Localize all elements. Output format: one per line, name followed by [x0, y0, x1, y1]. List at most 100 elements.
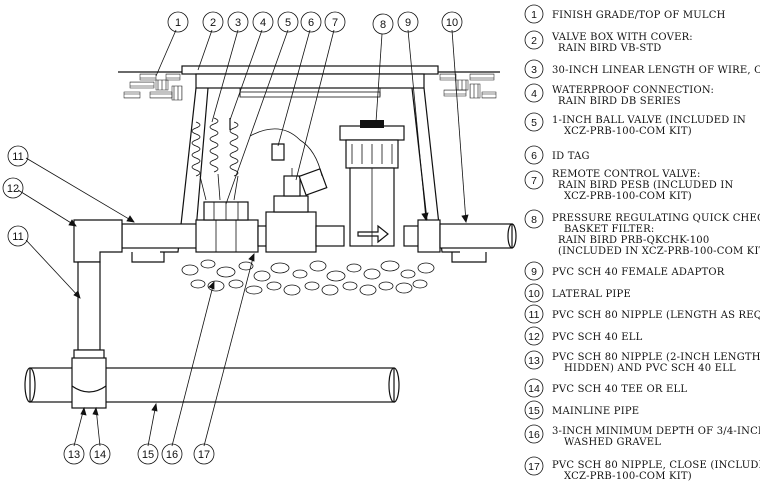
legend-label: BASKET FILTER: — [564, 224, 654, 235]
callout-6: 6 — [300, 11, 322, 33]
callout-12: 12 — [2, 177, 24, 199]
legend-label: PVC SCH 80 NIPPLE, CLOSE (INCLUDED IN — [552, 460, 760, 471]
callout-num: 11 — [12, 151, 23, 163]
legend-label: PVC SCH 40 TEE OR ELL — [552, 384, 687, 395]
callout-num: 1 — [175, 17, 181, 29]
callout-5: 5 — [277, 11, 299, 33]
callout-4: 4 — [252, 11, 274, 33]
legend-label: WATERPROOF CONNECTION: — [552, 85, 714, 96]
legend-num: 8 — [531, 214, 537, 226]
callout-num: 6 — [308, 17, 314, 29]
legend-num: 13 — [528, 355, 540, 367]
callout-8: 8 — [372, 13, 394, 35]
callout-num: 12 — [7, 183, 19, 195]
callout-num: 8 — [380, 19, 386, 31]
legend-label: RAIN BIRD PRB-QKCHK-100 — [558, 235, 709, 246]
callout-17: 17 — [193, 443, 215, 465]
legend-num: 2 — [531, 35, 537, 47]
callout-9: 9 — [397, 11, 419, 33]
legend-label: 30-INCH LINEAR LENGTH OF WIRE, COILED — [552, 65, 760, 76]
legend-num: 11 — [529, 309, 540, 321]
legend-item-6: 6 ID TAG — [524, 145, 590, 165]
diagram-callouts: 1 2 3 4 5 6 7 8 9 10 11 12 11 13 14 15 1… — [2, 11, 463, 465]
legend-label: PVC SCH 40 FEMALE ADAPTOR — [552, 267, 725, 278]
legend-label: RAIN BIRD DB SERIES — [558, 96, 681, 107]
legend-label: RAIN BIRD PESB (INCLUDED IN — [558, 180, 733, 191]
callout-num: 7 — [332, 17, 338, 29]
callout-num: 10 — [446, 17, 458, 29]
callout-num: 11 — [12, 231, 23, 243]
legend-item-2: 2 VALVE BOX WITH COVER: RAIN BIRD VB-STD — [524, 30, 693, 54]
legend-label: PRESSURE REGULATING QUICK CHECK — [552, 213, 760, 224]
callout-num: 3 — [235, 17, 241, 29]
legend-label: VALVE BOX WITH COVER: — [551, 32, 693, 43]
legend: 1 FINISH GRADE/TOP OF MULCH 2 VALVE BOX … — [524, 4, 760, 482]
callout-num: 16 — [166, 449, 178, 461]
callout-14: 14 — [89, 443, 111, 465]
callout-13: 13 — [63, 443, 85, 465]
legend-num: 6 — [531, 150, 537, 162]
legend-label: XCZ-PRB-100-COM KIT) — [564, 126, 692, 137]
legend-label: HIDDEN) AND PVC SCH 40 ELL — [564, 363, 736, 374]
legend-label: 1-INCH BALL VALVE (INCLUDED IN — [552, 115, 746, 126]
legend-item-15: 15 MAINLINE PIPE — [524, 400, 639, 420]
legend-item-12: 12 PVC SCH 40 ELL — [524, 326, 643, 346]
legend-num: 10 — [528, 288, 540, 300]
legend-num: 9 — [531, 266, 537, 278]
legend-item-11: 11 PVC SCH 80 NIPPLE (LENGTH AS REQUIRED… — [524, 304, 760, 324]
legend-num: 12 — [528, 331, 540, 343]
legend-label: MAINLINE PIPE — [552, 406, 639, 417]
legend-item-13: 13 PVC SCH 80 NIPPLE (2-INCH LENGTH, HID… — [524, 350, 760, 374]
legend-item-17: 17 PVC SCH 80 NIPPLE, CLOSE (INCLUDED IN… — [524, 456, 760, 482]
legend-num: 7 — [531, 175, 537, 187]
legend-label: ID TAG — [552, 151, 590, 162]
callout-num: 17 — [198, 449, 210, 461]
callout-num: 15 — [142, 449, 154, 461]
legend-item-4: 4 WATERPROOF CONNECTION: RAIN BIRD DB SE… — [524, 83, 714, 107]
legend-num: 4 — [531, 88, 537, 100]
riser-and-mainline — [24, 219, 400, 409]
legend-item-14: 14 PVC SCH 40 TEE OR ELL — [524, 378, 687, 398]
legend-num: 3 — [531, 64, 537, 76]
legend-label: LATERAL PIPE — [552, 289, 631, 300]
legend-label: FINISH GRADE/TOP OF MULCH — [552, 10, 726, 21]
callout-16: 16 — [161, 443, 183, 465]
callout-num: 13 — [68, 449, 80, 461]
legend-label: 3-INCH MINIMUM DEPTH OF 3/4-INCH — [552, 426, 760, 437]
valve-box — [131, 65, 487, 263]
legend-label: XCZ-PRB-100-COM KIT) — [564, 471, 692, 482]
legend-num: 15 — [528, 405, 540, 417]
legend-item-9: 9 PVC SCH 40 FEMALE ADAPTOR — [524, 261, 725, 281]
callout-2: 2 — [202, 11, 224, 33]
legend-label: RAIN BIRD VB-STD — [558, 43, 662, 54]
legend-num: 5 — [531, 117, 537, 129]
legend-item-7: 7 REMOTE CONTROL VALVE: RAIN BIRD PESB (… — [524, 169, 733, 202]
legend-num: 16 — [528, 429, 540, 441]
legend-item-3: 3 30-INCH LINEAR LENGTH OF WIRE, COILED — [524, 59, 760, 79]
legend-item-1: 1 FINISH GRADE/TOP OF MULCH — [524, 4, 726, 24]
legend-label: PVC SCH 80 NIPPLE (2-INCH LENGTH, — [552, 352, 760, 363]
legend-num: 14 — [528, 383, 540, 395]
legend-item-16: 16 3-INCH MINIMUM DEPTH OF 3/4-INCH WASH… — [524, 424, 760, 448]
callout-1: 1 — [167, 11, 189, 33]
callout-3: 3 — [227, 11, 249, 33]
legend-item-10: 10 LATERAL PIPE — [524, 283, 631, 303]
callout-11a: 11 — [7, 145, 29, 167]
wire-coils — [191, 117, 323, 201]
callout-10: 10 — [441, 11, 463, 33]
legend-label: REMOTE CONTROL VALVE: — [552, 169, 701, 180]
callout-num: 4 — [260, 17, 266, 29]
legend-label: PVC SCH 40 ELL — [552, 332, 643, 343]
legend-item-8: 8 PRESSURE REGULATING QUICK CHECK BASKET… — [524, 209, 760, 257]
legend-label: WASHED GRAVEL — [564, 437, 661, 448]
callout-15: 15 — [137, 443, 159, 465]
callout-7: 7 — [324, 11, 346, 33]
legend-num: 1 — [531, 9, 537, 21]
legend-label: PVC SCH 80 NIPPLE (LENGTH AS REQUIRED) — [552, 310, 760, 321]
legend-item-5: 5 1-INCH BALL VALVE (INCLUDED IN XCZ-PRB… — [524, 112, 746, 137]
leader-lines — [17, 29, 469, 447]
callout-11b: 11 — [7, 225, 29, 247]
callout-num: 2 — [210, 17, 216, 29]
callout-num: 5 — [285, 17, 291, 29]
